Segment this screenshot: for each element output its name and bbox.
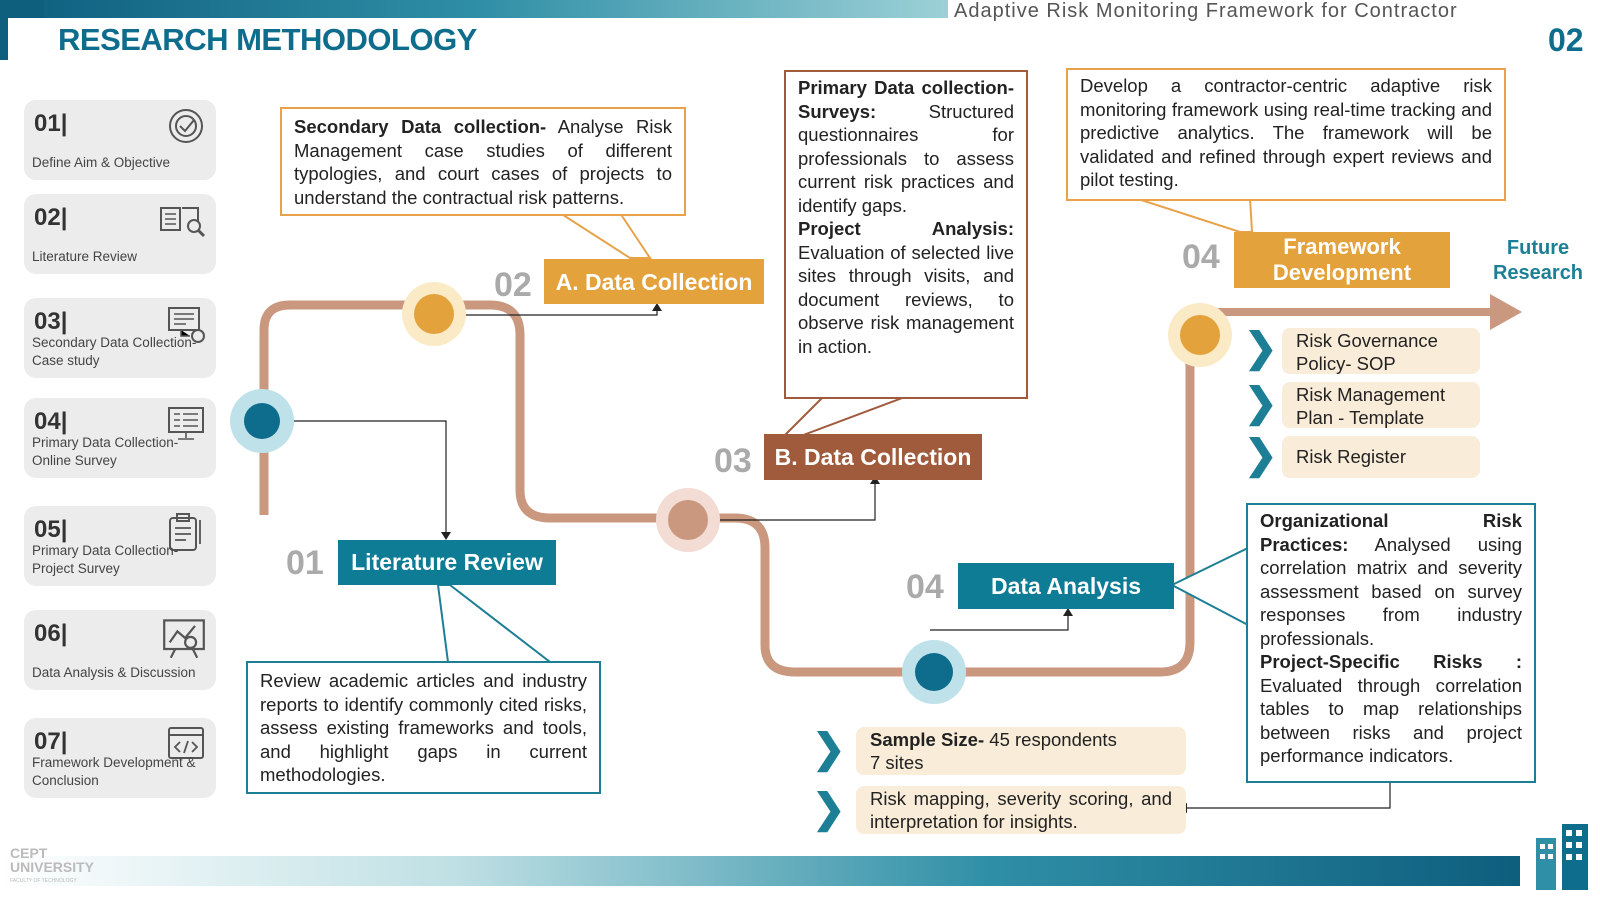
arrowhead-data-a bbox=[652, 303, 662, 311]
chevron-right-icon: ❯ bbox=[1244, 433, 1278, 477]
process-path bbox=[259, 300, 1195, 677]
step-label: Data Analysis & Discussion bbox=[32, 665, 196, 680]
primary-heading-surveys: Primary Data collection- Surveys: bbox=[798, 77, 1014, 122]
step-number: 04| bbox=[34, 408, 68, 435]
chevron-right-icon: ❯ bbox=[1244, 381, 1278, 425]
connector-analysis bbox=[930, 612, 1069, 631]
stage-data-analysis: Data Analysis bbox=[958, 563, 1174, 609]
connector-data-b bbox=[712, 480, 876, 521]
step-number: 02| bbox=[34, 204, 68, 231]
arrowhead-lit bbox=[441, 532, 451, 540]
step-label: Primary Data Collection- Project Survey bbox=[32, 543, 179, 576]
bottom-gradient-bar bbox=[0, 856, 1520, 886]
primary-text-project: Evaluation of selected live sites throug… bbox=[798, 241, 1014, 357]
step-number: 07| bbox=[34, 728, 68, 755]
analysis-text-org: Analysed using correlation matrix and se… bbox=[1260, 533, 1522, 649]
step-primary-project: 05| Primary Data Collection- Project Sur… bbox=[24, 506, 216, 586]
step-number: 03| bbox=[34, 308, 68, 335]
output-pill-sop: Risk Governance Policy- SOP bbox=[1282, 328, 1480, 374]
framework-box: Develop a contractor-centric adaptive ri… bbox=[1066, 68, 1506, 201]
step-framework-conclusion: 07| Framework Development & Conclusion bbox=[24, 718, 216, 798]
future-research-label: Future Research bbox=[1492, 237, 1584, 284]
primary-text-surveys: Structured questionnaires for profession… bbox=[798, 100, 1014, 216]
step-data-analysis: 06| Data Analysis & Discussion bbox=[24, 610, 216, 690]
secondary-data-box: Secondary Data collection- Analyse Risk … bbox=[280, 107, 686, 216]
analysis-heading-org: Organizational Risk Practices: bbox=[1260, 510, 1522, 555]
sample-heading: Sample Size- bbox=[870, 729, 985, 750]
stage-data-collection-b: B. Data Collection bbox=[764, 434, 982, 480]
step-primary-online: 04| Primary Data Collection- Online Surv… bbox=[24, 398, 216, 478]
stage-framework-development: Framework Development bbox=[1234, 232, 1450, 288]
literature-text: Review academic articles and industry re… bbox=[260, 670, 587, 785]
primary-heading-project: Project Analysis: bbox=[798, 218, 1014, 239]
secondary-text: Analyse Risk Management case studies of … bbox=[294, 116, 672, 208]
stage-number-analysis: 04 bbox=[906, 568, 944, 606]
step-literature-review: 02| Literature Review bbox=[24, 194, 216, 274]
secondary-heading: Secondary Data collection- bbox=[294, 116, 547, 137]
step-label: Secondary Data Collection-Case study bbox=[32, 335, 197, 368]
stage-number-literature: 01 bbox=[286, 544, 324, 582]
future-arrow-head bbox=[1490, 294, 1522, 330]
step-label: Framework Development & Conclusion bbox=[32, 755, 196, 788]
literature-box: Review academic articles and industry re… bbox=[246, 661, 601, 794]
code-window-icon bbox=[168, 727, 204, 759]
stage-number-data-a: 02 bbox=[494, 266, 532, 304]
page-title: RESEARCH METHODOLOGY bbox=[58, 22, 477, 57]
stage-literature-review: Literature Review bbox=[338, 540, 556, 585]
clipboard-icon bbox=[169, 513, 201, 551]
analysis-text-project: Evaluated through correlation tables to … bbox=[1260, 674, 1522, 767]
output-pill-template: Risk Management Plan - Template bbox=[1282, 382, 1480, 428]
chevron-right-icon: ❯ bbox=[812, 727, 846, 771]
chevron-right-icon: ❯ bbox=[812, 787, 846, 831]
deck-subtitle: Adaptive Risk Monitoring Framework for C… bbox=[948, 0, 1464, 23]
risk-mapping-pill: Risk mapping, severity scoring, and inte… bbox=[856, 786, 1186, 834]
pointer-framework bbox=[1134, 197, 1254, 233]
primary-data-box: Primary Data collection- Surveys: Struct… bbox=[784, 70, 1028, 399]
pointer-secondary bbox=[556, 212, 652, 259]
node-data-b bbox=[668, 500, 708, 540]
online-survey-icon bbox=[168, 407, 204, 440]
step-label: Define Aim & Objective bbox=[32, 155, 171, 170]
analysis-box: Organizational Risk Practices: Analysed … bbox=[1246, 503, 1536, 783]
framework-text: Develop a contractor-centric adaptive ri… bbox=[1080, 75, 1492, 190]
step-define-aim: 01| Define Aim & Objective bbox=[24, 100, 216, 180]
analysis-heading-project: Project-Specific Risks : bbox=[1260, 651, 1522, 672]
header-accent-gap bbox=[8, 18, 44, 60]
node-data-a bbox=[414, 294, 454, 334]
analytics-board-icon bbox=[163, 619, 205, 659]
computer-settings-icon bbox=[168, 307, 205, 343]
chevron-right-icon: ❯ bbox=[1244, 326, 1278, 370]
page-number: 02 bbox=[1548, 22, 1584, 58]
node-literature bbox=[244, 403, 280, 439]
book-search-icon bbox=[160, 207, 206, 238]
connector-lit bbox=[292, 420, 447, 532]
connector-mapping bbox=[1185, 779, 1391, 809]
step-number: 06| bbox=[34, 620, 68, 647]
target-icon bbox=[169, 109, 203, 143]
pointer-analysis bbox=[1169, 546, 1249, 627]
stage-number-framework: 04 bbox=[1182, 238, 1220, 276]
arrowhead-analysis bbox=[1063, 608, 1073, 616]
pointer-literature bbox=[436, 584, 553, 663]
node-analysis bbox=[915, 653, 953, 691]
sample-text: 45 respondents bbox=[984, 729, 1117, 750]
buildings-icon bbox=[1536, 824, 1588, 890]
step-label: Primary Data Collection- Online Survey bbox=[32, 435, 179, 468]
stage-number-data-b: 03 bbox=[714, 442, 752, 480]
sample-size-pill: Sample Size- 45 respondents 7 sites bbox=[856, 727, 1186, 775]
output-pill-register: Risk Register bbox=[1282, 436, 1480, 478]
node-framework bbox=[1180, 315, 1220, 355]
sample-sites: 7 sites bbox=[870, 752, 924, 773]
step-label: Literature Review bbox=[32, 249, 138, 264]
arrowhead-data-b bbox=[870, 476, 880, 484]
stage-data-collection-a: A. Data Collection bbox=[544, 259, 764, 304]
step-number: 01| bbox=[34, 110, 68, 137]
step-number: 05| bbox=[34, 516, 68, 543]
step-secondary-data: 03| Secondary Data Collection-Case study bbox=[24, 298, 216, 378]
